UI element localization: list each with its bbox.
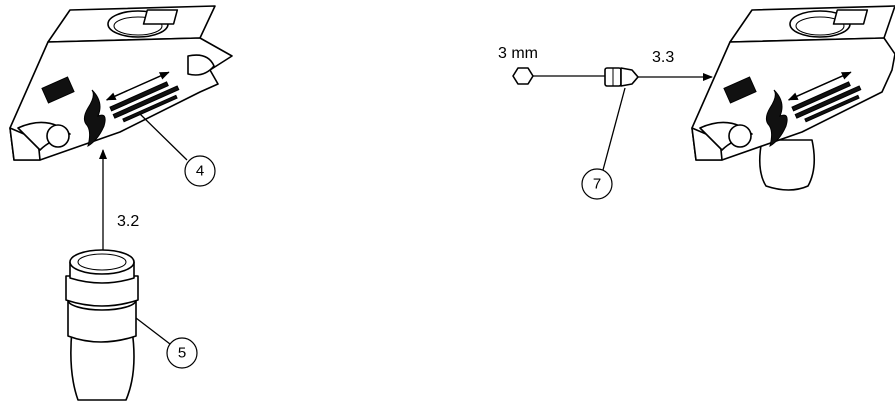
callout-5-label: 5 — [178, 345, 186, 362]
arrow-step-3-2: 3.2 — [99, 149, 139, 268]
step-3-3-label: 3.3 — [652, 49, 674, 66]
callout-5: 5 — [135, 317, 198, 369]
callout-4-label: 4 — [196, 163, 204, 180]
step-3-2-label: 3.2 — [117, 213, 139, 230]
callout-7-label: 7 — [593, 176, 601, 193]
hex-key: 3 mm — [498, 45, 605, 85]
bracket-tool-right-assembled — [691, 5, 895, 191]
callout-4: 4 — [139, 113, 216, 187]
callout-7: 7 — [581, 87, 626, 200]
set-screw — [604, 67, 639, 87]
plug-part — [65, 249, 139, 401]
arrow-step-3-3: 3.3 — [638, 49, 713, 81]
hex-size-label: 3 mm — [498, 45, 538, 62]
bracket-tool-left — [9, 5, 233, 161]
